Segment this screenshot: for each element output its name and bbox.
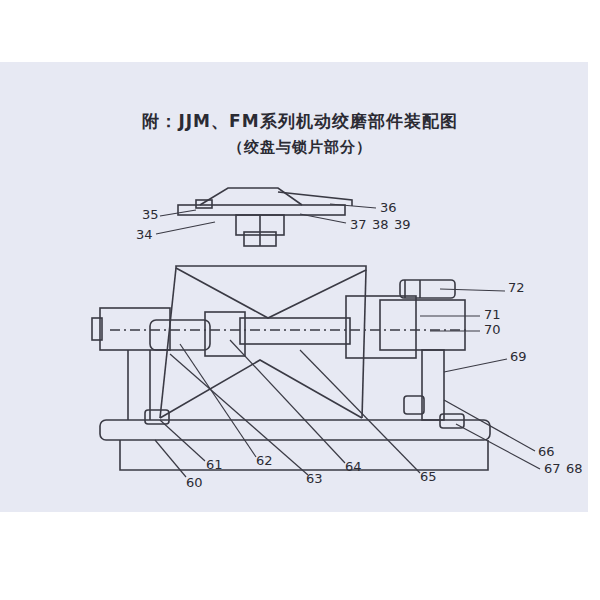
drawing-title: 附：JJM、FM系列机动绞磨部件装配图 [142,110,457,133]
leader-lines [155,204,540,477]
callout-number: 37 [350,218,367,231]
callout-number: 38 [372,218,389,231]
callout-number: 72 [508,281,525,294]
drawing-subtitle: （绞盘与锁片部分） [228,138,372,157]
callout-number: 69 [510,350,527,363]
winch-drum [92,266,490,470]
callout-number: 70 [484,323,501,336]
callout-number: 62 [256,454,273,467]
callout-number: 67 [544,462,561,475]
callout-number: 36 [380,201,397,214]
callout-number: 71 [484,308,501,321]
callout-number: 68 [566,462,583,475]
callout-number: 63 [306,472,323,485]
callout-number: 39 [394,218,411,231]
callout-number: 64 [345,460,362,473]
callout-number: 65 [420,470,437,483]
callout-number: 34 [136,228,153,241]
paper [0,62,588,512]
callout-number: 61 [206,458,223,471]
callout-number: 35 [142,208,159,221]
callout-number: 66 [538,445,555,458]
lock-piece [178,188,352,246]
callout-number: 60 [186,476,203,489]
